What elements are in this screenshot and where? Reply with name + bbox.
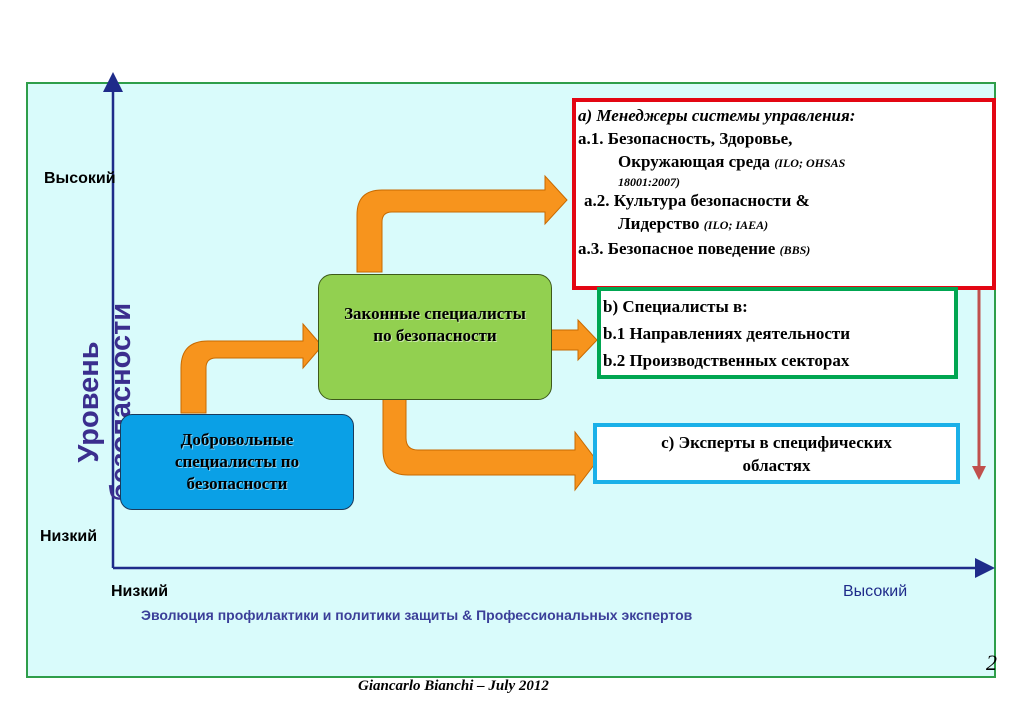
box-a3-line: a.3. Безопасное поведение <box>578 239 776 258</box>
box-a3-row: a.3. Безопасное поведение (BBS) <box>578 237 992 262</box>
node-legal-line2: по безопасности <box>373 326 497 345</box>
box-c-line1: c) Эксперты в специфических <box>661 433 892 452</box>
box-a-heading: a) Менеджеры системы управления: <box>578 106 856 125</box>
box-b1: b.1 Направлениях деятельности <box>603 324 851 343</box>
y-high-label: Высокий <box>44 170 116 187</box>
y-low-label: Низкий <box>40 528 98 545</box>
box-a1-line2: Окружающая среда <box>618 152 771 171</box>
box-a1-note2: 18001:2007) <box>618 175 680 189</box>
node-voluntary-line2: специалисты по <box>174 452 300 471</box>
box-a1-line1: a.1. Безопасность, Здоровье, <box>578 129 793 148</box>
node-voluntary-line3: безопасности <box>186 474 288 493</box>
box-managers: a) Менеджеры системы управления: a.1. Бе… <box>572 98 996 290</box>
box-b-heading: b) Специалисты в: <box>603 297 748 316</box>
box-a2-line2: Лидерство <box>618 214 700 233</box>
x-axis-caption: Эволюция профилактики и политики защиты … <box>141 607 693 623</box>
x-low-label: Низкий <box>111 583 169 600</box>
x-high-label: Высокий <box>843 583 908 600</box>
box-experts: c) Эксперты в специфических областях <box>593 423 960 484</box>
box-a1-note: (ILO; OHSAS <box>774 156 846 170</box>
arrow-legal-to-managers <box>356 174 568 273</box>
box-specialists: b) Специалисты в: b.1 Направлениях деяте… <box>597 287 958 379</box>
node-voluntary-line1: Добровольные <box>180 430 294 449</box>
box-a1-line2-row: Окружающая среда (ILO; OHSAS <box>578 150 992 175</box>
node-legal-specialists: Законные специалисты по безопасности <box>318 274 552 400</box>
page-number: 2 <box>986 650 997 675</box>
node-legal-line1: Законные специалисты <box>344 304 526 323</box>
footer-author: Giancarlo Bianchi – July 2012 <box>358 678 549 694</box>
box-a2-line2-row: Лидерство (ILO; IAEA) <box>578 212 992 237</box>
double-arrow-bottom-head <box>972 466 986 480</box>
arrow-voluntary-to-legal <box>180 322 323 414</box>
box-b2: b.2 Производственных секторах <box>603 351 850 370</box>
box-a2-note: (ILO; IAEA) <box>703 218 769 232</box>
node-voluntary-specialists: Добровольные специалисты по безопасности <box>120 414 354 510</box>
box-a3-note: (BBS) <box>779 243 811 257</box>
y-axis-title-line1: Уровень <box>73 341 105 463</box>
arrow-legal-to-experts <box>382 397 598 492</box>
box-a2-line1: a.2. Культура безопасности & <box>584 191 810 210</box>
box-c-line2: областях <box>742 456 811 475</box>
